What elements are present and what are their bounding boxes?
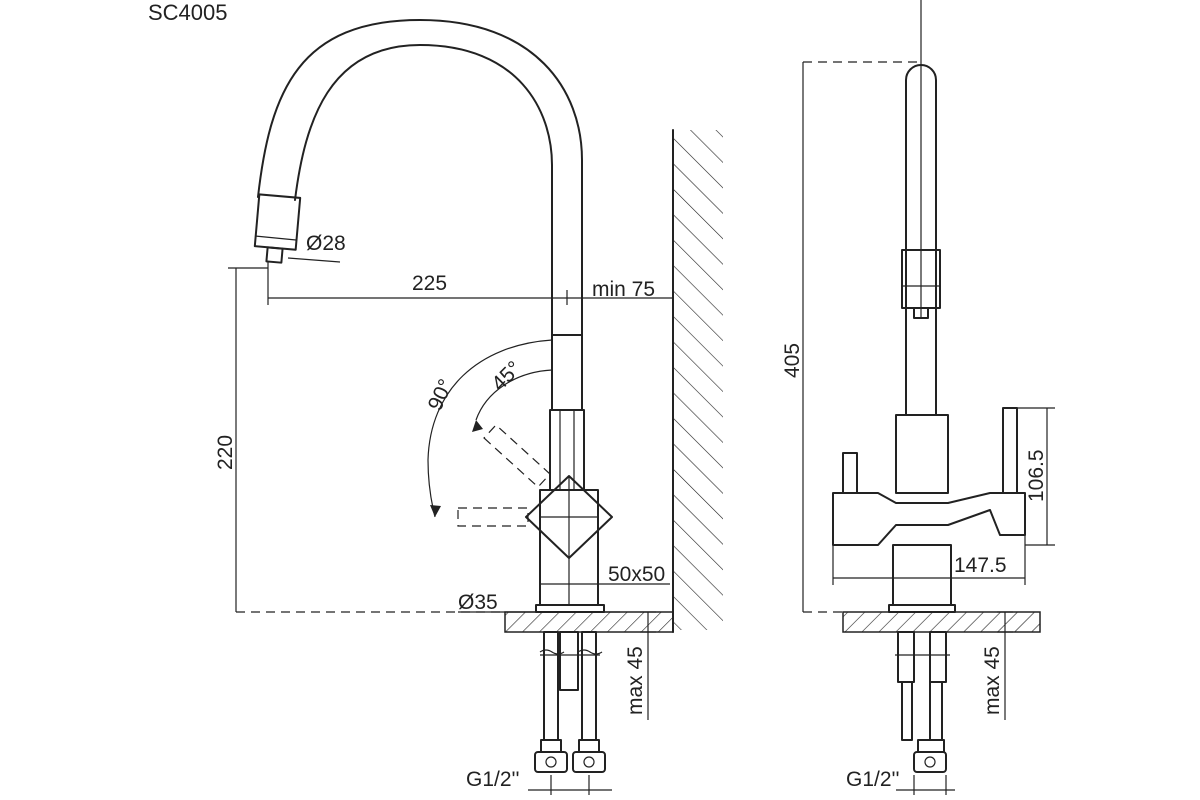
dim-spout-diameter: Ø28 [306, 232, 346, 255]
dim-lever-height: 106.5 [1025, 449, 1048, 502]
supply-pipes-front [895, 631, 950, 773]
dimensions-side [228, 257, 673, 795]
dim-counter-thickness-front: max 45 [981, 646, 1004, 715]
countertop-front [842, 611, 1041, 633]
model-title: SC4005 [148, 0, 228, 25]
side-view: Ø28 225 min 75 220 90° 45° 50x50 Ø35 max… [214, 19, 723, 795]
dim-lever-span: 147.5 [954, 554, 1007, 577]
spout-front [901, 0, 941, 416]
dim-reach: 225 [412, 272, 447, 295]
dim-thread-side: G1/2'' [466, 768, 520, 791]
dimensions-front [802, 61, 1055, 795]
dim-body-section: 50x50 [608, 563, 665, 586]
dim-total-height: 405 [781, 343, 804, 378]
dim-base-diameter: Ø35 [458, 591, 498, 614]
dim-height-220: 220 [214, 435, 237, 470]
dim-wall-clearance: min 75 [592, 278, 655, 301]
dim-thread-front: G1/2'' [846, 768, 900, 791]
dim-angle-90: 90° [424, 376, 458, 415]
tap-body-side [427, 339, 613, 613]
dim-angle-45: 45° [487, 357, 526, 396]
tap-body-front [832, 407, 1026, 613]
dim-counter-thickness-side: max 45 [624, 646, 647, 715]
wall [672, 129, 723, 633]
front-view: 405 106.5 147.5 max 45 G1/2'' [781, 0, 1055, 795]
supply-pipes-side [534, 631, 606, 773]
spout-side [253, 19, 583, 411]
